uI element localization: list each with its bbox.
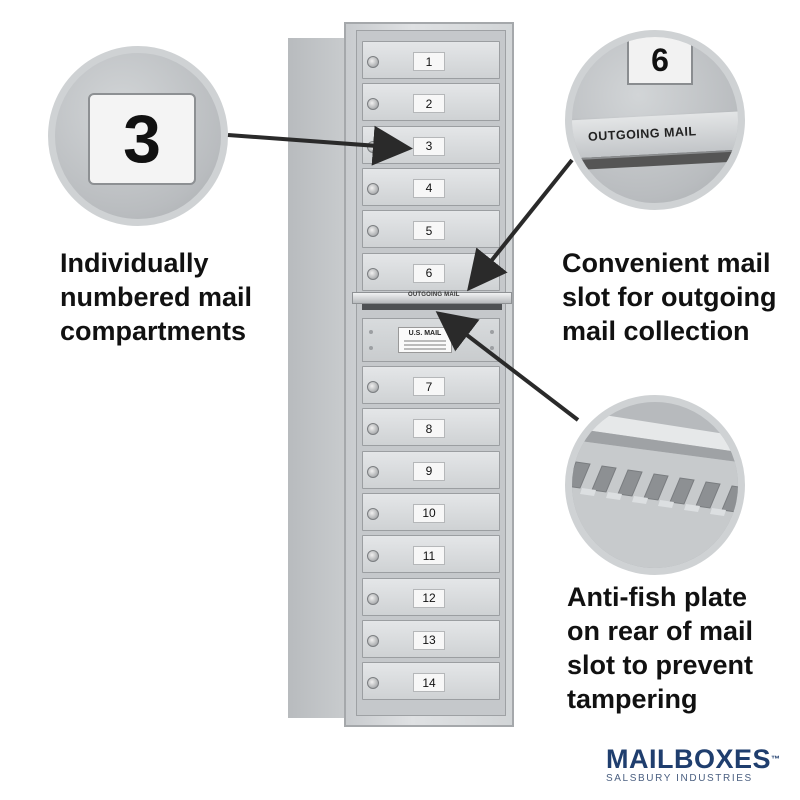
arrow-to-outgoing-slot — [467, 158, 574, 292]
caption-line: Anti-fish plate — [567, 582, 747, 612]
compartment-number: 7 — [413, 377, 445, 396]
caption-line: slot for outgoing — [562, 282, 777, 312]
compartment-number: 8 — [413, 419, 445, 439]
compartment-door[interactable]: 9 — [362, 450, 500, 489]
compartment-number-tag: 3 — [88, 93, 196, 185]
compartment-number: 10 — [413, 503, 445, 523]
zoom-anti-fish-plate — [565, 395, 745, 575]
brand-logo: MAILBOXES™ SALSBURY INDUSTRIES — [606, 745, 786, 784]
compartment-number: 11 — [413, 546, 445, 566]
compartment-number: 14 — [413, 673, 445, 693]
caption-line: compartments — [60, 316, 247, 346]
outgoing-mail-slot[interactable] — [352, 292, 512, 304]
anti-fish-plate-illustration — [572, 402, 738, 568]
compartment-door[interactable]: 7 — [362, 366, 500, 404]
arrow-to-anti-fish-plate — [435, 311, 580, 422]
caption-line: slot to prevent — [567, 650, 754, 680]
compartment-door[interactable]: 6 — [362, 252, 500, 291]
caption-line: on rear of mail — [567, 616, 754, 646]
caption-line: mail collection — [562, 316, 750, 346]
rivet — [490, 346, 494, 350]
lock-icon[interactable] — [367, 465, 379, 478]
logo-subtitle: SALSBURY INDUSTRIES — [606, 773, 753, 784]
compartment-door[interactable]: 1 — [362, 41, 500, 79]
logo-trademark: ™ — [771, 754, 781, 764]
compartment-number-tag-6: 6 — [627, 37, 693, 85]
compartment-door[interactable]: 10 — [362, 492, 500, 531]
rivet — [490, 330, 494, 334]
caption-line: Individually — [60, 248, 209, 278]
lock-icon[interactable] — [367, 592, 379, 605]
us-mail-plate-text: U.S. MAIL — [408, 330, 442, 337]
rivet — [369, 330, 373, 334]
lock-icon[interactable] — [367, 550, 379, 563]
caption-line: tampering — [567, 684, 698, 714]
outgoing-mail-slot-label: OUTGOING MAIL — [408, 292, 460, 298]
mail-slot-opening — [362, 304, 502, 310]
compartment-door[interactable]: 13 — [362, 619, 500, 658]
rivet — [369, 346, 373, 350]
compartment-number: 5 — [413, 221, 445, 241]
arrow-to-compartment-3 — [227, 125, 413, 166]
compartment-number: 2 — [413, 94, 445, 114]
caption-anti-fish: Anti-fish plate on rear of mail slot to … — [567, 580, 797, 716]
compartment-number: 3 — [413, 136, 445, 156]
compartment-number: 1 — [413, 52, 445, 71]
caption-line: Convenient mail — [562, 248, 771, 278]
lock-icon[interactable] — [367, 634, 379, 647]
compartment-door[interactable]: 8 — [362, 408, 500, 447]
compartment-number: 12 — [413, 588, 445, 608]
lock-icon[interactable] — [367, 267, 379, 280]
lock-icon[interactable] — [367, 507, 379, 520]
lock-icon[interactable] — [367, 225, 379, 238]
caption-outgoing-slot: Convenient mail slot for outgoing mail c… — [562, 246, 792, 348]
lock-icon[interactable] — [367, 182, 379, 195]
compartment-door[interactable]: 12 — [362, 577, 500, 616]
compartment-door[interactable]: 11 — [362, 535, 500, 574]
compartment-number: 9 — [413, 461, 445, 481]
compartment-door[interactable]: 4 — [362, 167, 500, 206]
compartment-number: 13 — [413, 630, 445, 650]
caption-compartments: Individually numbered mail compartments — [60, 246, 290, 348]
caption-line: numbered mail — [60, 282, 253, 312]
mailbox-side-panel — [288, 38, 348, 718]
zoom-compartment-number: 3 — [48, 46, 228, 226]
logo-wordmark: MAILBOXES — [606, 744, 772, 774]
compartment-door[interactable]: 2 — [362, 83, 500, 122]
zoom-outgoing-slot: 6 OUTGOING MAIL — [565, 30, 745, 210]
compartment-door[interactable]: 14 — [362, 662, 500, 701]
lock-icon[interactable] — [367, 56, 379, 68]
lock-icon[interactable] — [367, 423, 379, 436]
compartment-number: 4 — [413, 178, 445, 198]
lock-icon[interactable] — [367, 98, 379, 111]
lock-icon[interactable] — [367, 381, 379, 393]
compartment-number: 6 — [413, 263, 445, 283]
lock-icon[interactable] — [367, 677, 379, 690]
compartment-door[interactable]: 5 — [362, 210, 500, 249]
